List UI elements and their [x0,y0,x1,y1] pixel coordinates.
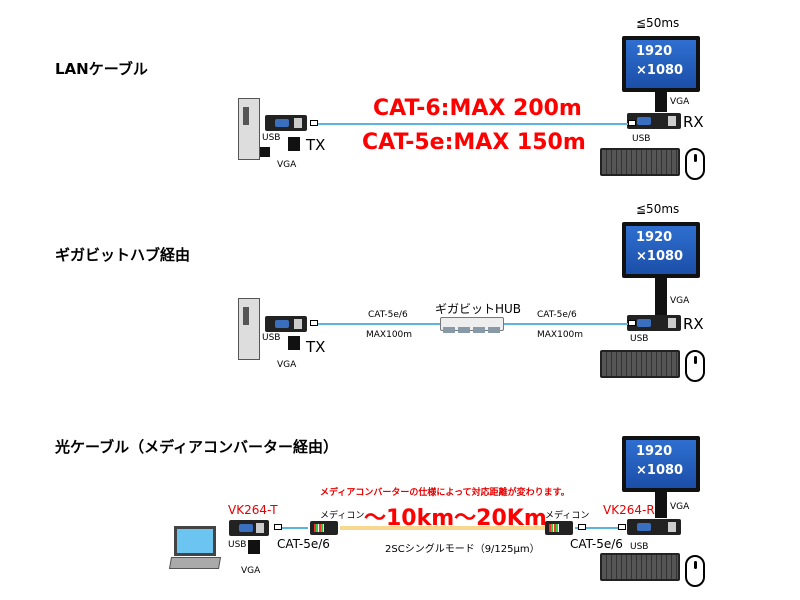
distance-cat5e: CAT-5e:MAX 150m [362,130,586,155]
mouse-icon [685,350,705,382]
rx-unit [627,113,681,129]
laptop-icon [168,526,222,572]
resolution-height: ×1080 [636,249,684,264]
cable-type-left: CAT-5e/6 [277,537,330,551]
monitor: 1920 ×1080 [622,436,700,492]
media-converter-icon [310,521,338,535]
vga-label: VGA [670,296,690,306]
vga-plug-icon [288,336,300,350]
max-distance-right: MAX100m [537,330,584,340]
resolution-width: 1920 [636,230,673,245]
converter-left-label: メディコン [320,511,365,521]
lan-cable [282,527,308,529]
mouse-icon [685,148,705,180]
latency-label: ≦50ms [636,16,680,30]
fiber-distance: ～10km～20Km [364,506,547,531]
vga-label: VGA [241,566,261,576]
lan-cable [575,527,625,529]
vga-connector [655,92,667,112]
vga-label: VGA [277,160,297,170]
usb-label: USB [262,133,281,143]
lan-port-icon [628,320,636,326]
vga-plug-icon [248,540,260,554]
rx-label: RX [683,113,704,131]
section-title-lan: LANケーブル [55,60,148,78]
tx-label: TX [306,136,326,154]
rx-model-label: VK264-R [603,503,655,517]
vga-label: VGA [670,97,690,107]
keyboard-icon [600,350,680,378]
vga-label: VGA [670,502,690,512]
section-title-fiber: 光ケーブル（メディアコンバーター経由） [55,438,339,456]
monitor: 1920 ×1080 [622,36,700,92]
cable-type-left: CAT-5e/6 [368,310,408,320]
fiber-type-label: 2SCシングルモード（9/125μm） [385,544,540,555]
monitor-screen: 1920 ×1080 [626,40,696,88]
media-converter-icon [545,521,573,535]
distance-note: メディアコンバーターの仕様によって対応距離が変わります。 [320,488,570,498]
usb-label: USB [228,540,247,550]
section-title-hub: ギガビットハブ経由 [55,246,191,264]
tx-model-label: VK264-T [228,503,278,517]
monitor: 1920 ×1080 [622,222,700,278]
lan-port-icon [310,120,318,126]
lan-port-icon [310,320,318,326]
pc-tower-icon [238,298,260,360]
hub-label: ギガビットHUB [435,302,522,316]
resolution-height: ×1080 [636,463,684,478]
vga-plug-icon [288,137,300,151]
vga-connector [655,278,667,315]
resolution-height: ×1080 [636,63,684,78]
vga-connector [655,492,667,518]
tx-unit [265,316,307,332]
vga-label: VGA [277,360,297,370]
lan-port-icon [578,524,586,530]
usb-label: USB [632,134,651,144]
lan-cable [318,123,628,125]
mouse-icon [685,555,705,587]
usb-label: USB [630,542,649,552]
keyboard-icon [600,148,680,176]
lan-port-icon [618,524,626,530]
tx-unit [229,520,269,536]
usb-label: USB [630,334,649,344]
keyboard-icon [600,553,680,581]
resolution-width: 1920 [636,444,673,459]
rx-label: RX [683,315,704,333]
usb-label: USB [262,333,281,343]
converter-right-label: メディコン [545,511,590,521]
latency-label: ≦50ms [636,202,680,216]
lan-port-icon [628,120,636,126]
distance-cat6: CAT-6:MAX 200m [373,96,582,121]
rx-unit [627,315,681,331]
gigabit-hub-icon [440,317,504,333]
cable-type-right: CAT-5e/6 [570,537,623,551]
fiber-cable [340,526,545,530]
max-distance-left: MAX100m [366,330,413,340]
tx-label: TX [306,338,326,356]
pc-tower-icon [238,98,260,160]
lan-port-icon [274,524,282,530]
cable-type-right: CAT-5e/6 [537,310,577,320]
resolution-width: 1920 [636,44,673,59]
rx-unit [627,519,681,535]
tx-unit [265,115,307,131]
vga-plug-icon [260,147,270,157]
